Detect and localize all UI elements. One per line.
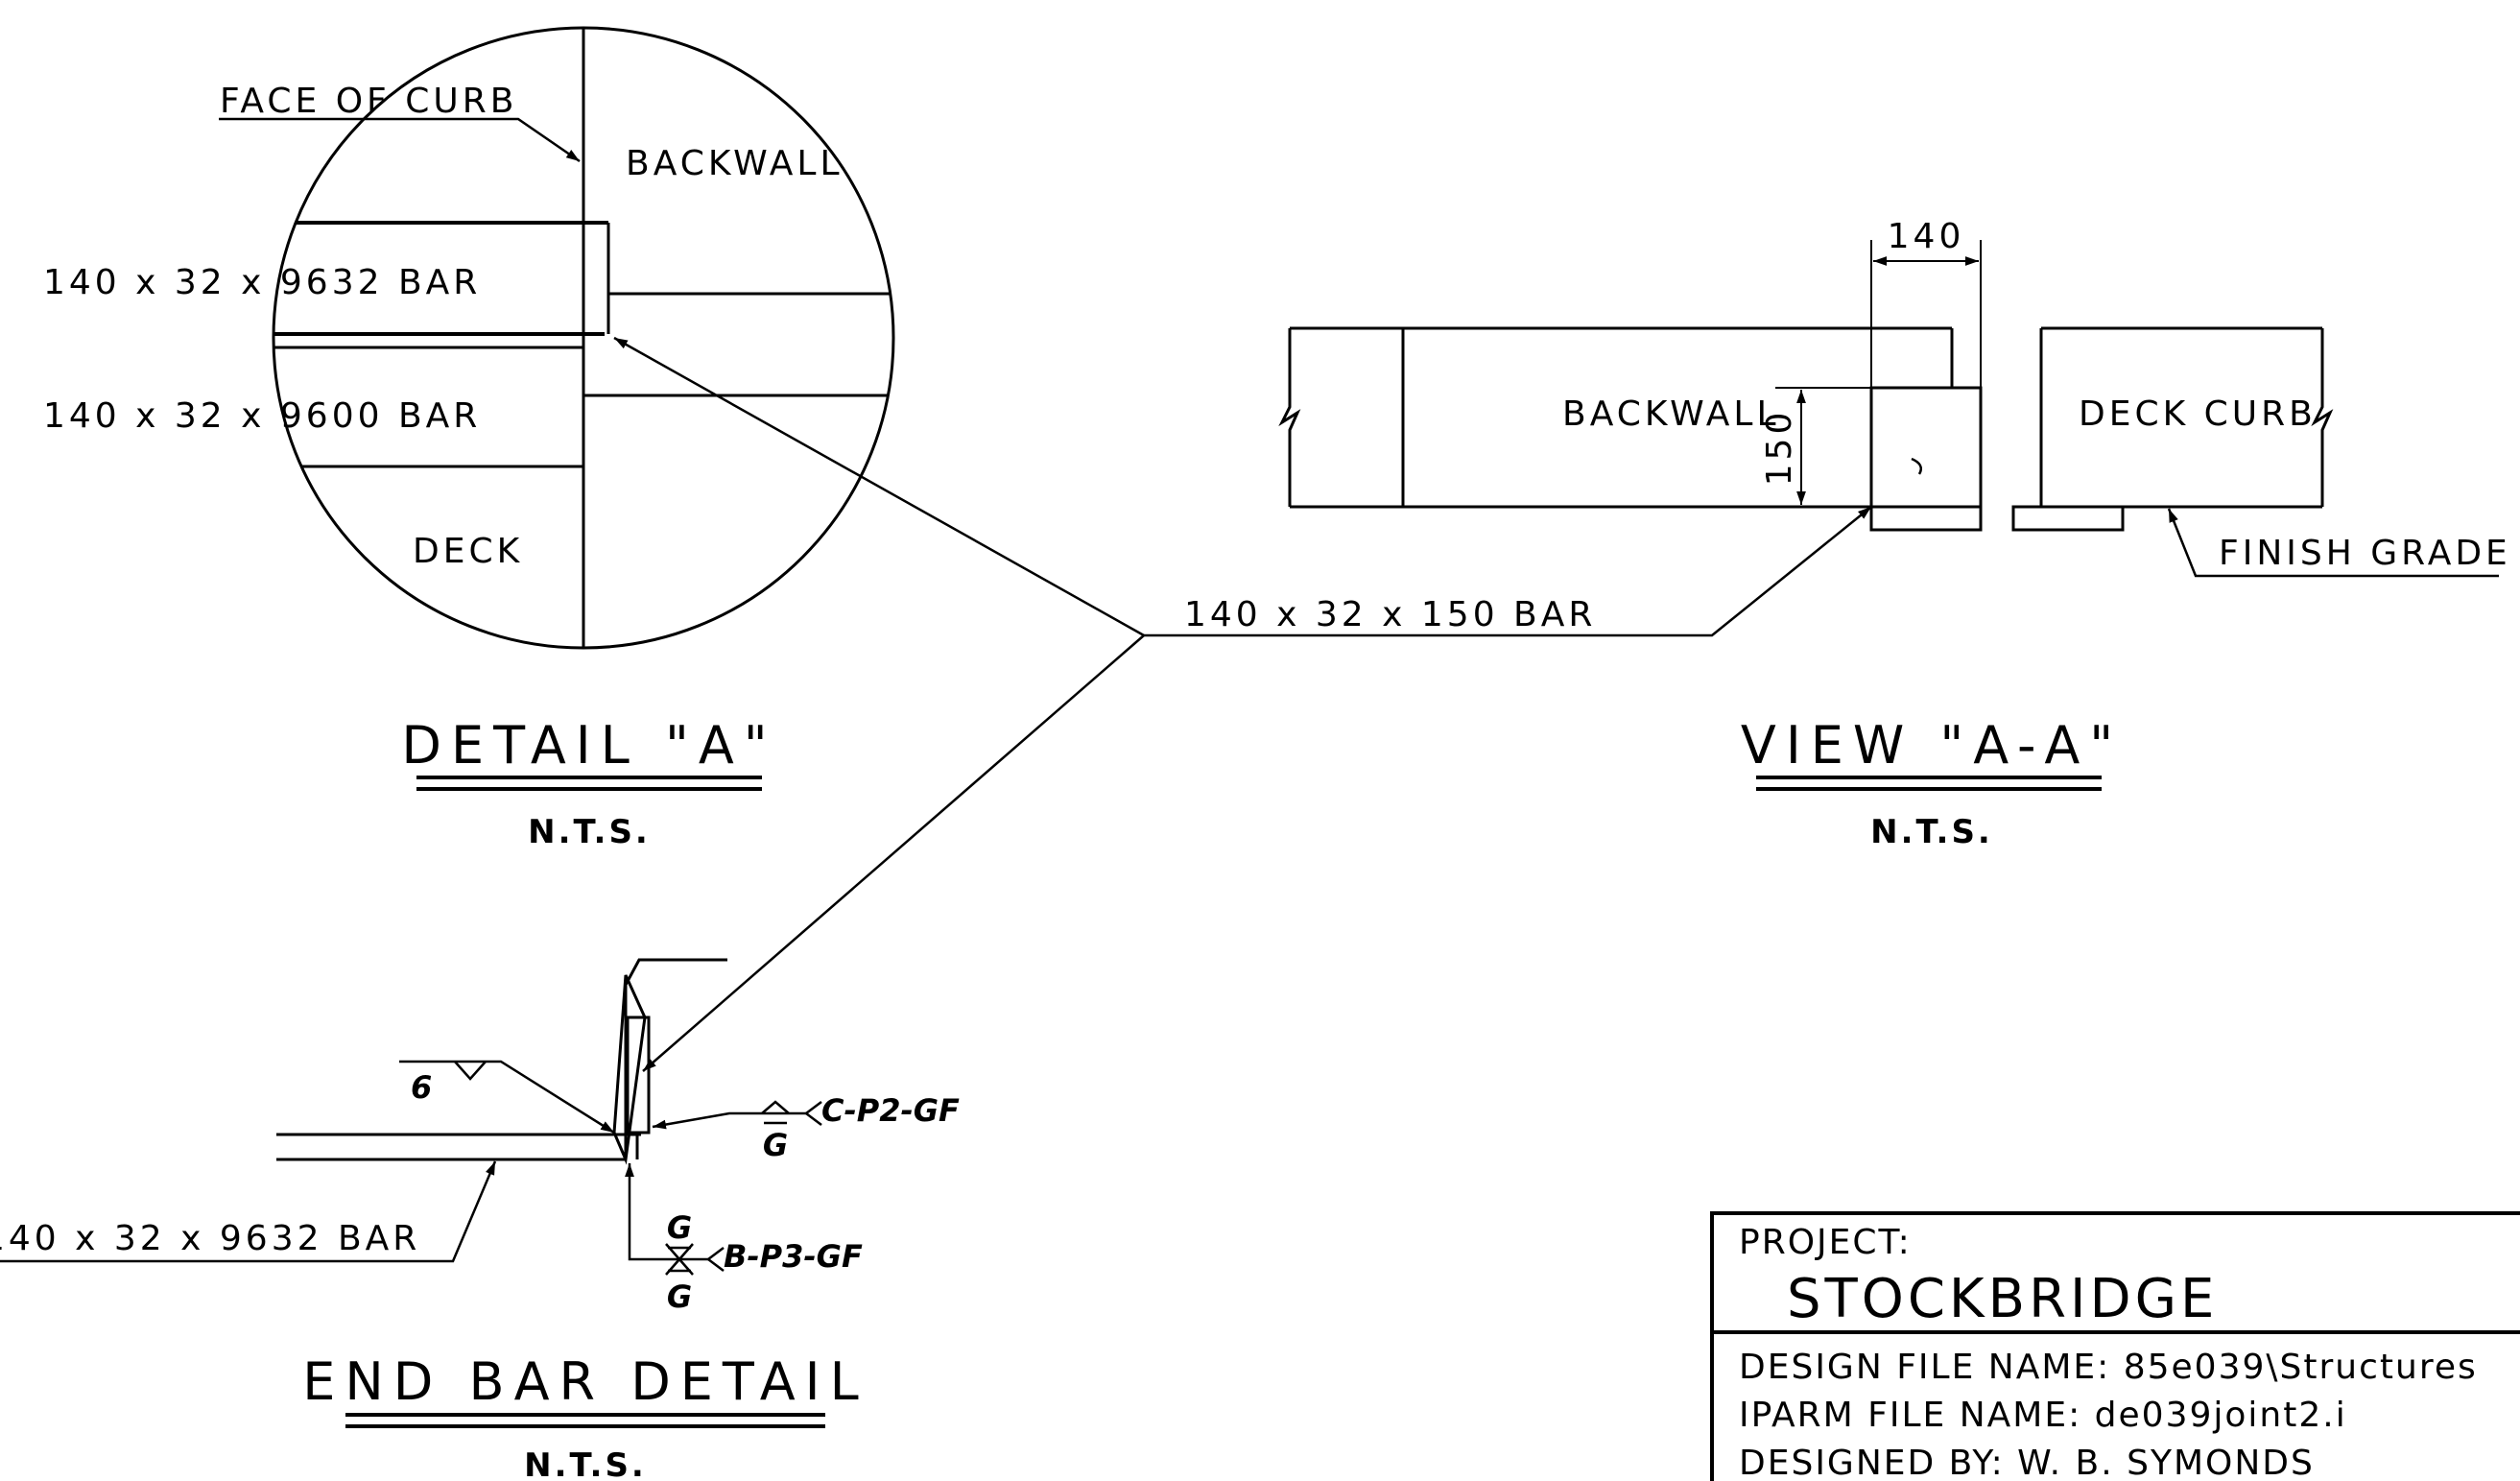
- project-name: STOCKBRIDGE: [1787, 1268, 2218, 1330]
- backwall-break-line: [1278, 328, 1301, 507]
- weld-top-leader: [652, 1111, 806, 1130]
- short-bar-callout: 140 x 32 x 150 BAR: [613, 336, 1872, 1072]
- weld-bottom-code: B-P3-GF: [724, 1238, 863, 1275]
- finish-grade-leader: [2167, 508, 2499, 578]
- weld-top-symbol: G: [763, 1127, 788, 1163]
- face-of-curb-leader: [219, 117, 581, 163]
- weld-size-leader: [399, 1060, 615, 1135]
- detail-a-bar-lower-label: 140 x 32 x 9600 BAR: [43, 396, 481, 436]
- end-bar-scale: N.T.S.: [524, 1446, 647, 1481]
- detail-a-scale: N.T.S.: [528, 813, 651, 851]
- dim-150-label: 150: [1760, 409, 1799, 487]
- weld-bottom-leader: [625, 1163, 708, 1261]
- detail-a-title: DETAIL "A": [401, 715, 776, 776]
- end-bar-section: [1869, 386, 1983, 509]
- callout-leader-end-bar: [642, 634, 1145, 1072]
- end-bar-label: 140 x 32 x 9632 BAR: [0, 1219, 420, 1258]
- end-bar-title: END BAR DETAIL: [302, 1351, 868, 1412]
- callout-leader-detail-a: [613, 336, 1145, 637]
- view-aa-title: VIEW "A-A": [1741, 715, 2123, 776]
- detail-a: FACE OF CURB BACKWALL 140 x 32 x 9632 BA…: [43, 26, 895, 851]
- weld-bottom-symbol-bottom: G: [667, 1278, 692, 1315]
- designed-by: DESIGNED BY: W. B. SYMONDS: [1739, 1444, 2315, 1481]
- detail-a-bar-upper-label: 140 x 32 x 9632 BAR: [43, 263, 481, 302]
- weld-top-code: C-P2-GF: [821, 1092, 960, 1129]
- detail-a-backwall-label: BACKWALL: [626, 144, 844, 183]
- view-aa-backwall-label: BACKWALL: [1562, 394, 1780, 434]
- title-block: PROJECT: STOCKBRIDGE DESIGN FILE NAME: 8…: [1710, 1211, 2520, 1481]
- callout-leader-shelf: [1144, 506, 1872, 637]
- title-block-frame: [1710, 1211, 2520, 1481]
- dim-140-label: 140: [1888, 217, 1965, 256]
- detail-a-deck-label: DECK: [413, 532, 523, 571]
- deck-curb-base: [2011, 505, 2125, 532]
- detail-a-section: [273, 28, 893, 648]
- face-of-curb-label: FACE OF CURB: [220, 82, 517, 121]
- view-a-a: 140 150 BACKWALL DECK CURB FINISH GRADE …: [1278, 217, 2511, 851]
- finish-grade-label: FINISH GRADE: [2219, 534, 2511, 573]
- deck-curb-label: DECK CURB: [2079, 394, 2317, 434]
- iparm-file-name: IPARM FILE NAME: de039joint2.i: [1739, 1396, 2347, 1435]
- end-bar-leader: [0, 1160, 497, 1263]
- weld-bottom-symbol-top: G: [667, 1209, 692, 1246]
- design-file-name: DESIGN FILE NAME: 85e039\Structures: [1739, 1348, 2478, 1387]
- end-bar-detail: 6 C-P2-GF G B-P3-GF G G 140 x 32 x 9632 …: [0, 958, 960, 1481]
- weld-size-label: 6: [411, 1069, 432, 1106]
- project-label: PROJECT:: [1739, 1223, 1912, 1262]
- view-aa-scale: N.T.S.: [1870, 813, 1993, 851]
- deck-curb-break-line: [2311, 328, 2334, 507]
- end-bar-base: [1869, 505, 1983, 532]
- short-bar-label: 140 x 32 x 150 BAR: [1184, 595, 1596, 634]
